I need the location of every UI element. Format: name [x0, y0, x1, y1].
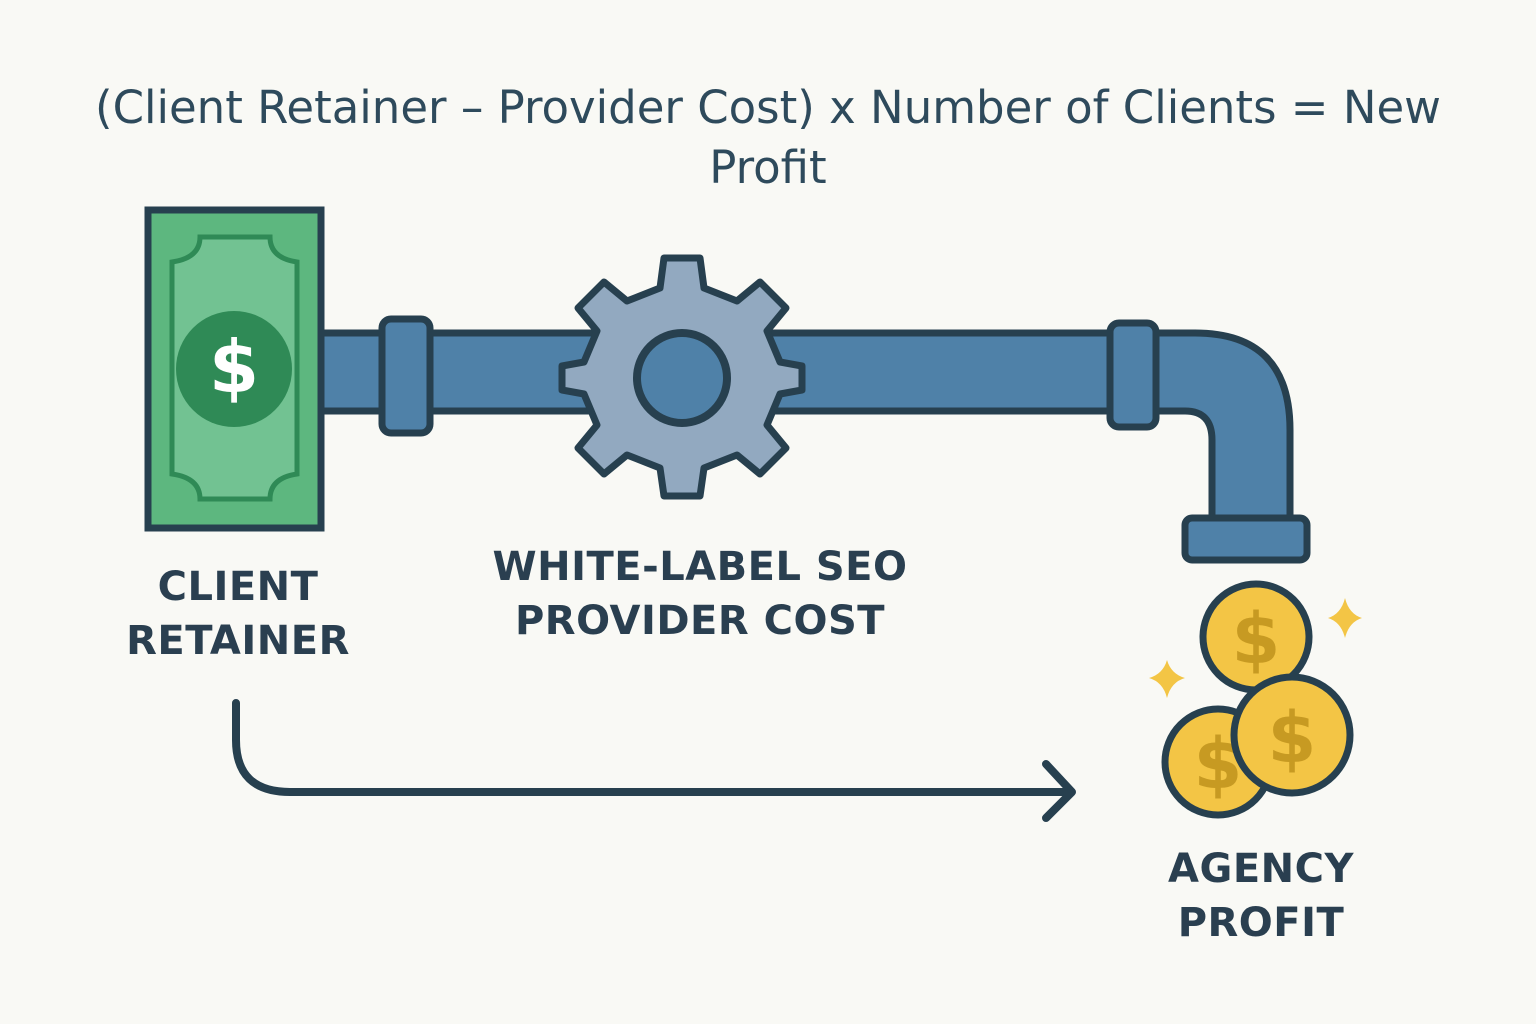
svg-text:$: $ — [1268, 697, 1317, 779]
label-line: CLIENT — [157, 564, 319, 610]
pipe — [296, 315, 1311, 564]
formula-title: (Client Retainer – Provider Cost) x Numb… — [95, 81, 1441, 194]
label-provider-cost: WHITE-LABEL SEO PROVIDER COST — [480, 540, 920, 648]
label-line: AGENCY — [1168, 846, 1354, 892]
coin: $ — [1199, 580, 1313, 694]
label-line: PROVIDER COST — [514, 598, 886, 644]
gear-icon — [558, 254, 806, 500]
flow-arrow — [232, 699, 1076, 822]
label-line: RETAINER — [126, 618, 350, 664]
label-line: PROFIT — [1177, 900, 1345, 946]
coins-icon: $ $ $ — [1161, 580, 1354, 819]
label-agency-profit: AGENCY PROFIT — [1130, 842, 1392, 950]
bill-dollar-sign: $ — [209, 325, 259, 409]
sparkle-icon — [1149, 598, 1362, 698]
label-line: WHITE-LABEL SEO — [492, 544, 908, 590]
svg-text:$: $ — [1232, 598, 1281, 680]
label-client-retainer: CLIENT RETAINER — [100, 560, 376, 668]
coin: $ — [1230, 673, 1354, 797]
dollar-bill-icon: $ — [144, 206, 325, 532]
